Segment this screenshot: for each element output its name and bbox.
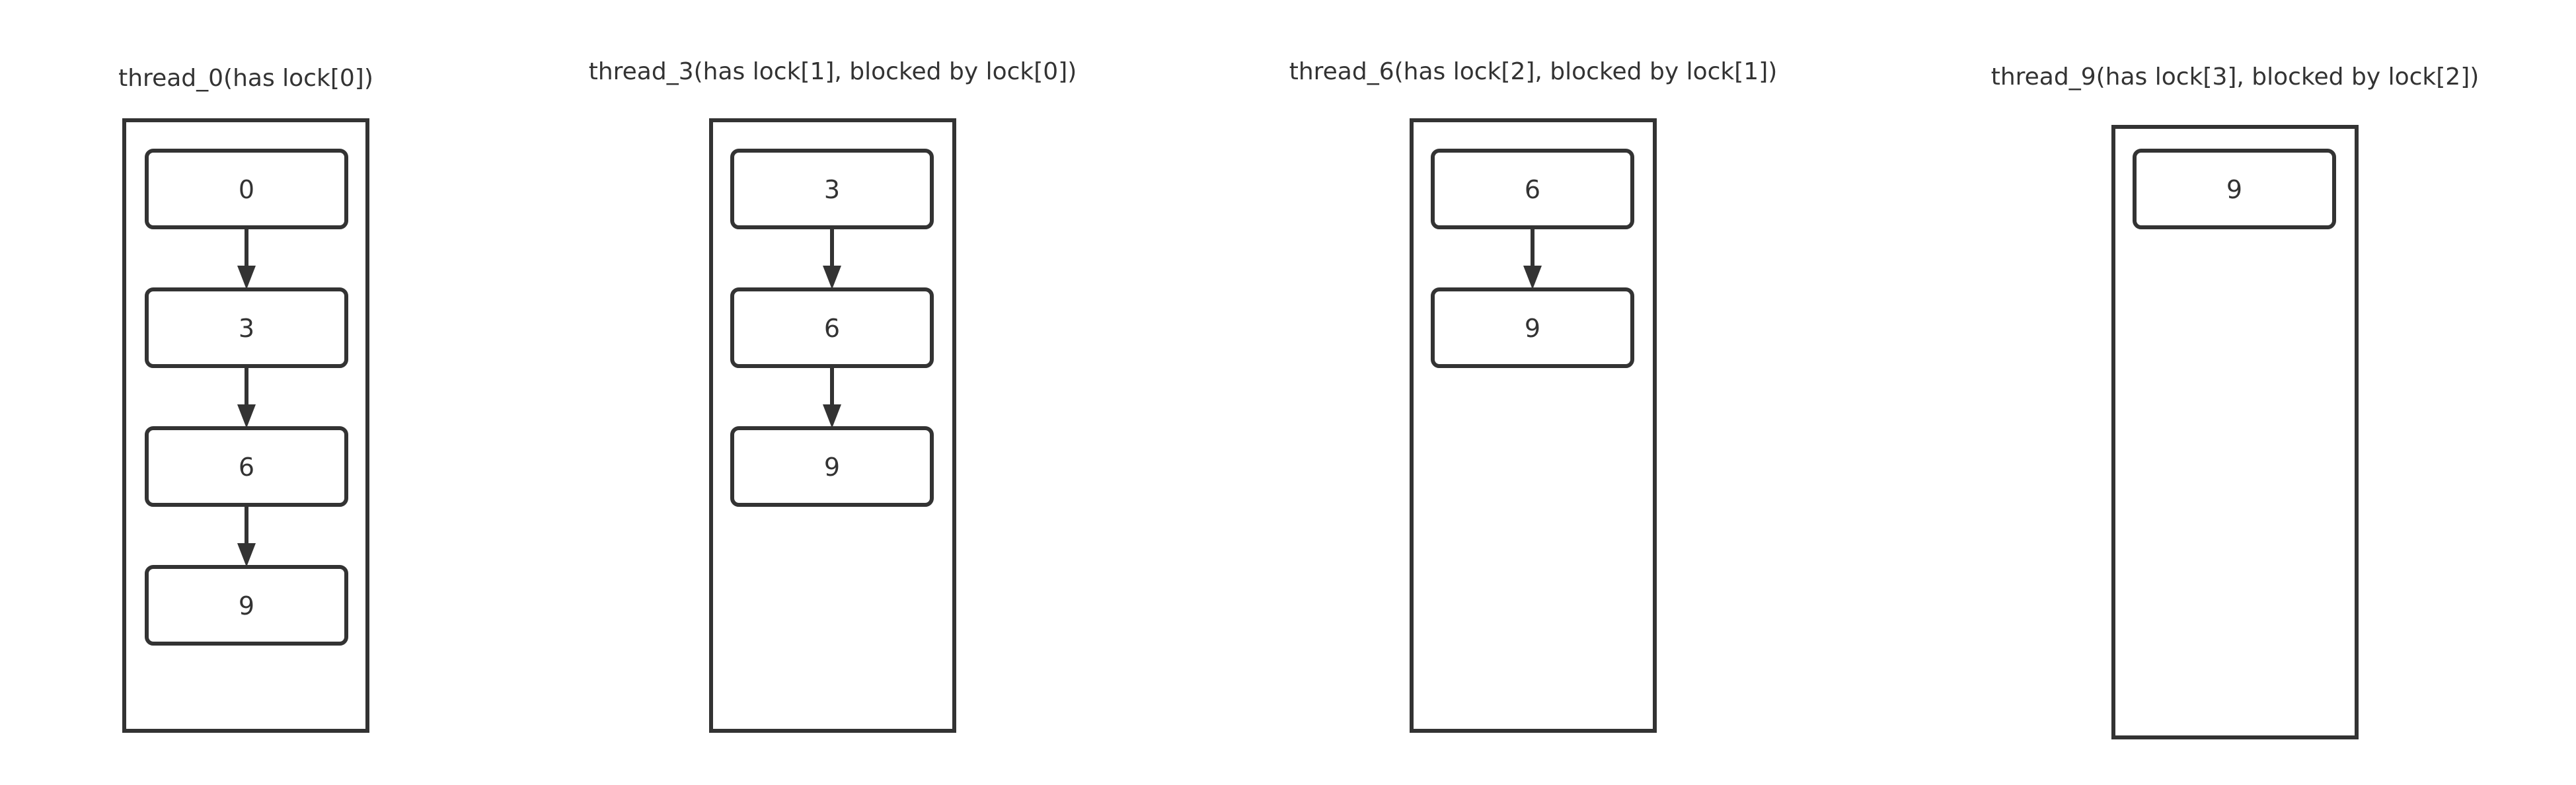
- thread-3-node-6-label: 6: [824, 314, 840, 343]
- thread-3-node-9-label: 9: [824, 453, 840, 482]
- thread-9-node-9-label: 9: [2226, 175, 2242, 204]
- thread-6-node-6-label: 6: [1525, 175, 1540, 204]
- thread-6-title: thread_6(has lock[2], blocked by lock[1]…: [1289, 58, 1778, 85]
- thread-9-title: thread_9(has lock[3], blocked by lock[2]…: [1991, 63, 2480, 91]
- thread-6-node-9: [1431, 287, 1634, 368]
- thread-0-node-3-label: 3: [239, 314, 254, 343]
- thread-3-arrowhead-1: [823, 404, 841, 428]
- thread-0-arrowhead-0: [237, 266, 256, 289]
- thread-0-title: thread_0(has lock[0]): [118, 65, 373, 92]
- thread-0-arrowhead-1: [237, 404, 256, 428]
- thread-3-node-3-label: 3: [824, 175, 840, 204]
- thread-0-node-6-label: 6: [239, 453, 254, 482]
- thread-3-node-9: [730, 426, 934, 507]
- thread-0-node-9: [145, 565, 348, 646]
- thread-3-arrowhead-0: [823, 266, 841, 289]
- thread-9-node-9: [2133, 149, 2336, 229]
- thread-6-arrowhead-0: [1523, 266, 1542, 289]
- thread-0-node-9-label: 9: [239, 591, 254, 620]
- thread-0-arrowhead-2: [237, 543, 256, 567]
- thread-3-title: thread_3(has lock[1], blocked by lock[0]…: [589, 58, 1077, 85]
- thread-0-node-0-label: 0: [239, 175, 254, 204]
- thread-6-node-9-label: 9: [1525, 314, 1540, 343]
